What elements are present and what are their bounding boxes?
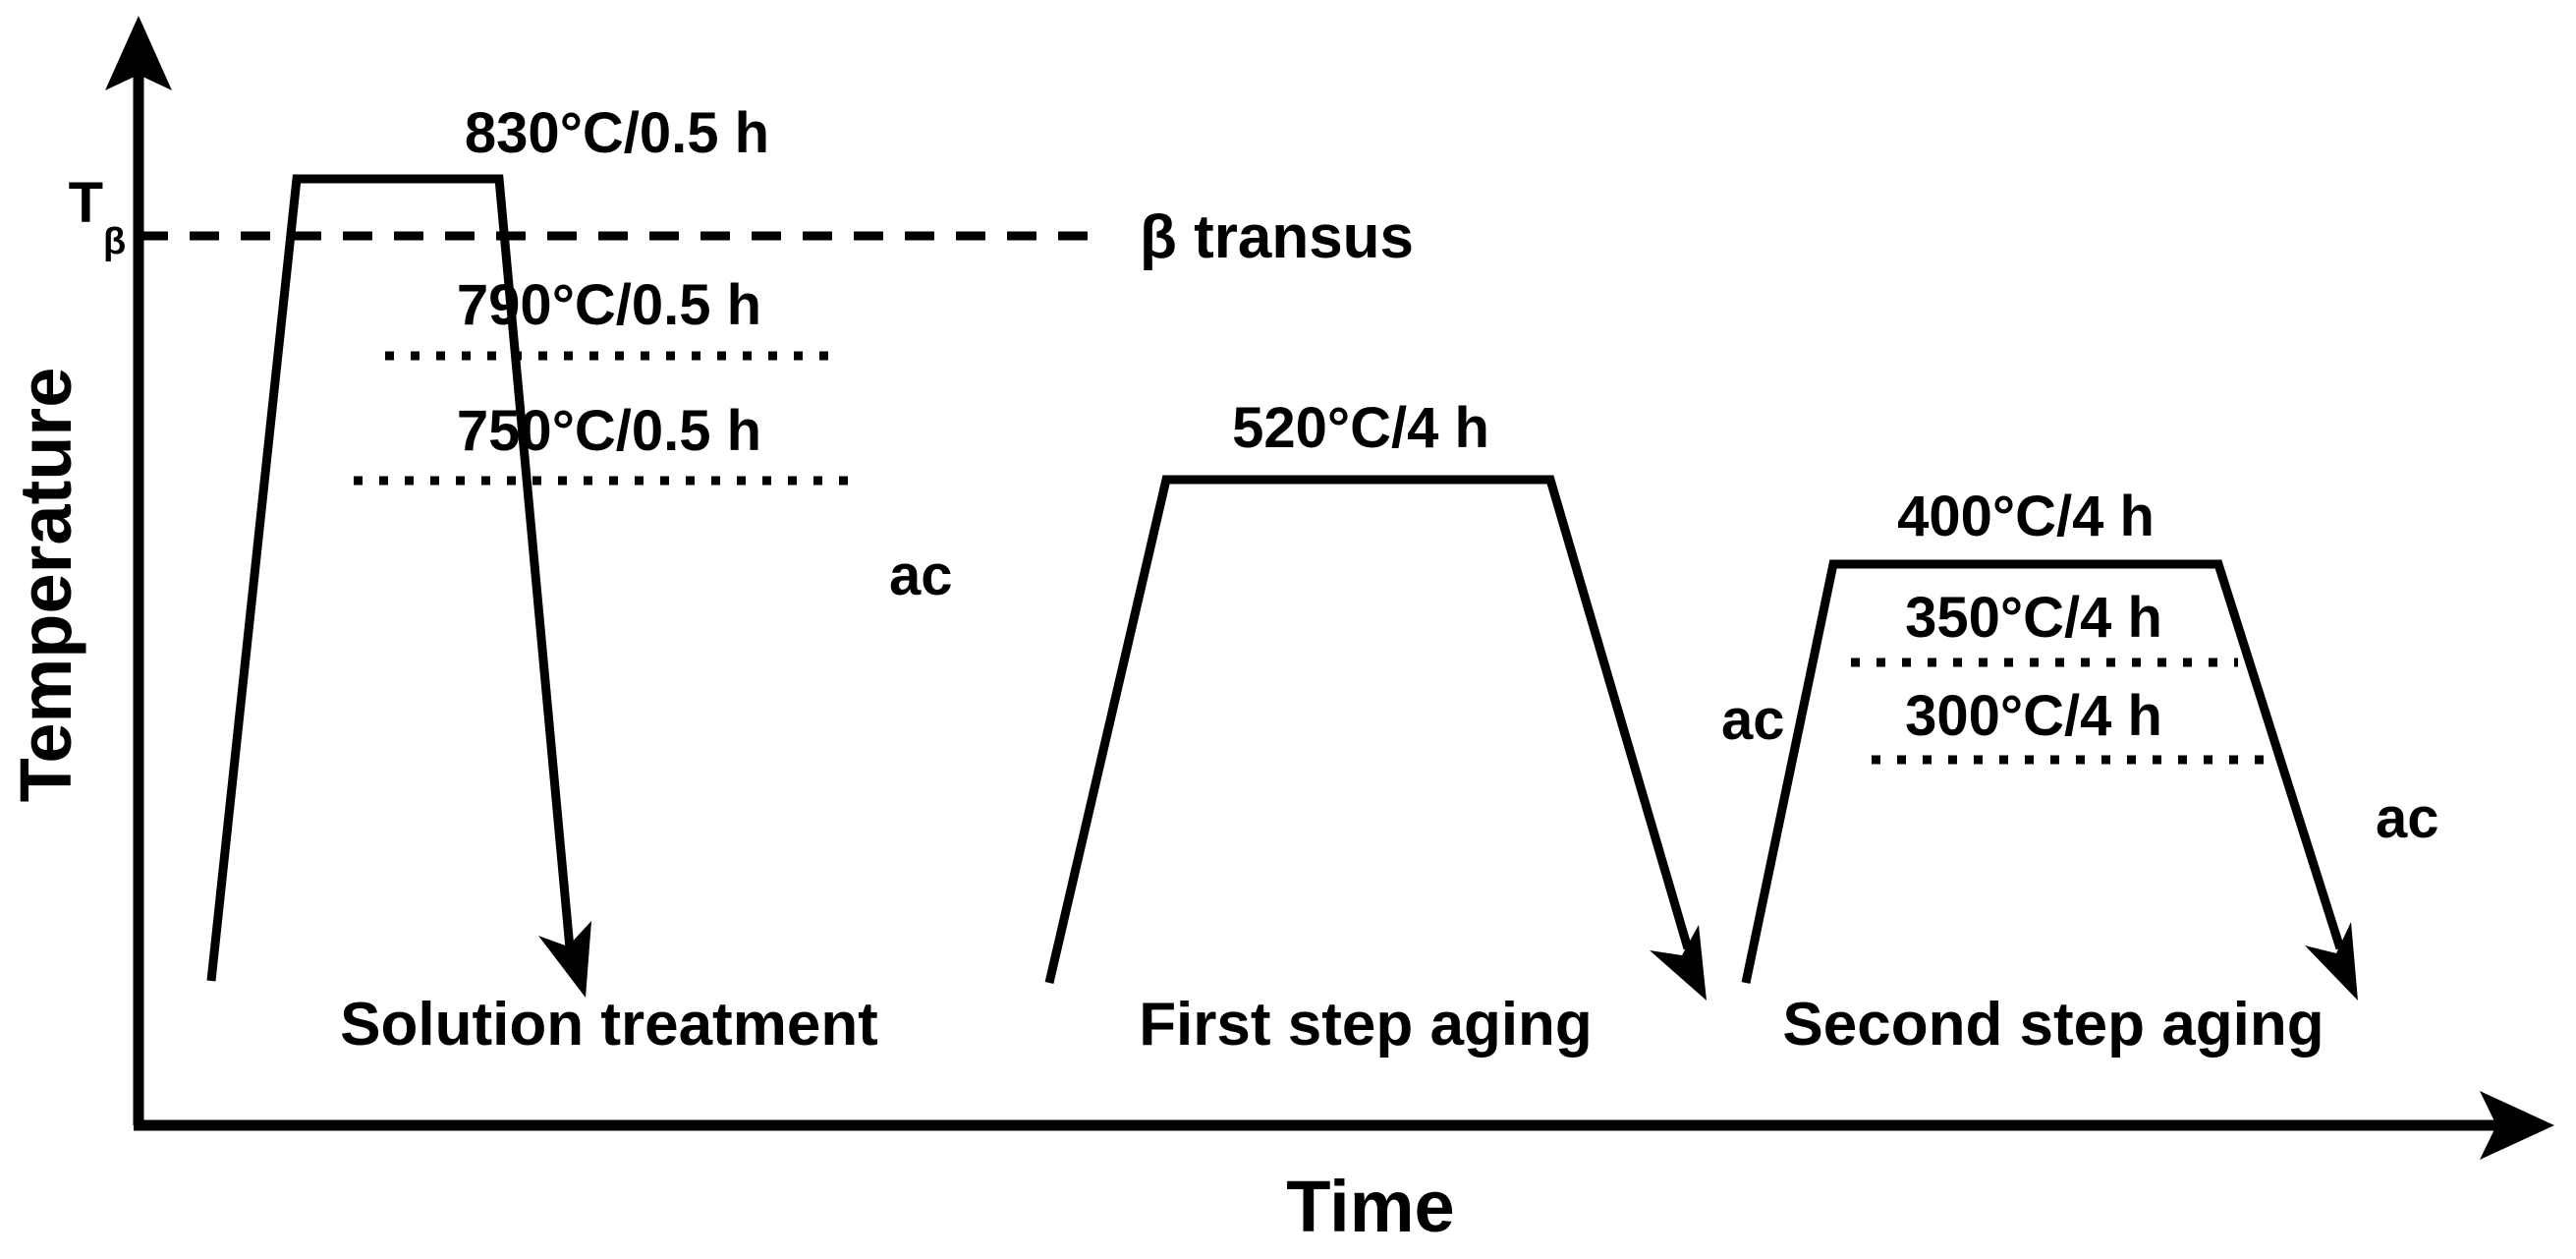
first-step-aging-cooling-arrow-icon <box>1650 925 1707 1001</box>
second-step-aging-cooling-label: ac <box>2376 786 2439 850</box>
x-axis <box>134 1091 2554 1160</box>
solution-cooling-label: ac <box>889 544 953 607</box>
first-step-aging-cooling-label: ac <box>1721 688 1785 752</box>
solution-level-750-label: 750°C/0.5 h <box>457 399 761 463</box>
y-axis-arrow-icon <box>105 16 172 90</box>
first-step-aging-profile <box>1044 475 1693 985</box>
beta-transus-reference: β transus <box>139 203 1414 271</box>
t-beta-subscript-symbol: β <box>103 221 126 262</box>
second-step-aging-profile <box>1741 559 2345 984</box>
t-beta-main-symbol: T <box>69 171 103 235</box>
solution-level-790-label: 790°C/0.5 h <box>457 273 761 337</box>
stage-label-first-step-aging: First step aging <box>1139 991 1593 1059</box>
stage-first-step-aging: 520°C/4 h ac First step aging <box>1044 396 1785 1059</box>
stage-label-second-step-aging: Second step aging <box>1782 991 2324 1059</box>
t-beta-tick-label: T β <box>69 171 127 262</box>
aging-level-350-label: 350°C/4 h <box>1905 586 2162 650</box>
y-axis-title: Temperature <box>5 368 86 803</box>
solution-plateau-label: 830°C/0.5 h <box>465 101 769 165</box>
first-step-aging-plateau-label: 520°C/4 h <box>1232 396 1489 460</box>
second-step-aging-cooling-arrow-icon <box>2305 922 2358 1001</box>
y-axis <box>105 16 172 1125</box>
stage-label-solution-treatment: Solution treatment <box>340 991 878 1059</box>
solution-treatment-cooling-arrow-icon <box>538 921 591 998</box>
stage-solution-treatment: 830°C/0.5 h 790°C/0.5 h 750°C/0.5 h ac S… <box>206 101 953 1059</box>
x-axis-arrow-icon <box>2480 1091 2554 1160</box>
second-step-aging-plateau-label: 400°C/4 h <box>1897 485 2155 548</box>
solution-treatment-profile <box>206 174 575 982</box>
beta-transus-label: β transus <box>1140 203 1414 271</box>
stage-second-step-aging: 400°C/4 h 350°C/4 h 300°C/4 h ac Second … <box>1741 485 2439 1059</box>
x-axis-title: Time <box>1286 1166 1454 1247</box>
aging-level-300-label: 300°C/4 h <box>1905 684 2162 748</box>
